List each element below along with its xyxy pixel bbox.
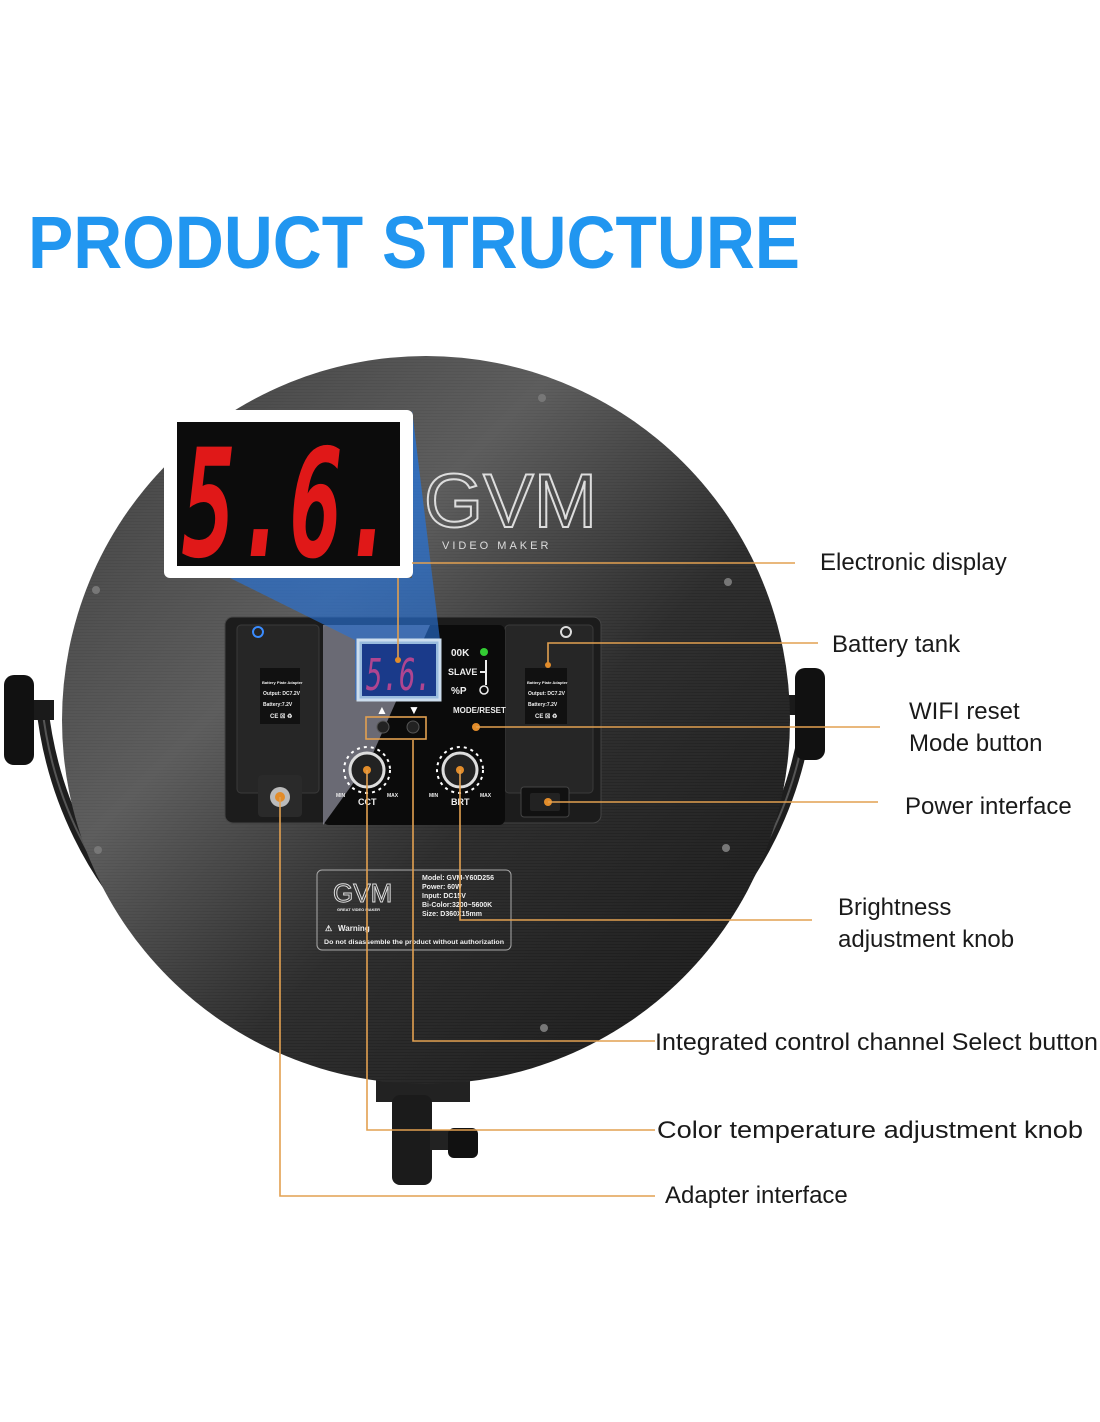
small-electronic-display: 5.6. <box>356 638 442 702</box>
page-title: PRODUCT STRUCTURE <box>28 201 800 284</box>
battery-plate-battery: Battery:7.2V <box>263 702 293 708</box>
svg-text:GREAT VIDEO MAKER: GREAT VIDEO MAKER <box>337 907 380 912</box>
mode-slave-label: SLAVE <box>448 667 477 677</box>
svg-text:Model: GVM-Y60D256: Model: GVM-Y60D256 <box>422 875 494 882</box>
brt-max-label: MAX <box>480 793 492 799</box>
battery-plate-title: Battery Plate Adapter <box>262 680 303 685</box>
brand-tagline: VIDEO MAKER <box>442 540 551 552</box>
label-mode-button: Mode button <box>909 730 1042 757</box>
label-battery-tank: Battery tank <box>832 631 961 658</box>
slave-bracket-icon <box>480 660 487 685</box>
mode-percent-label: %P <box>451 686 467 697</box>
power-switch[interactable] <box>520 786 570 818</box>
svg-text:Do not disassemble the product: Do not disassemble the product without a… <box>324 940 504 946</box>
label-brightness-knob: adjustment knob <box>838 926 1014 953</box>
warning-icon: ⚠ <box>325 924 332 933</box>
svg-text:5.6.: 5.6. <box>182 418 396 592</box>
battery-plate-title: Battery Plate Adapter <box>527 680 568 685</box>
svg-text:Bi-Color:3200~5600K: Bi-Color:3200~5600K <box>422 902 492 909</box>
callout-leader-lines <box>279 562 880 1197</box>
cct-max-label: MAX <box>387 793 399 799</box>
label-color-temp-knob: Color temperature adjustment knob <box>657 1117 1083 1144</box>
up-arrow-icon: ▲ <box>376 703 388 717</box>
svg-text:Size: D360X15mm: Size: D360X15mm <box>422 911 482 918</box>
brt-min-label: MIN <box>429 793 439 799</box>
channel-up-button[interactable] <box>376 720 390 734</box>
down-arrow-icon: ▼ <box>408 703 420 717</box>
label-wifi-reset: WIFI reset <box>909 698 1020 725</box>
mode-00k-label: 00K <box>451 648 470 659</box>
battery-tank-left: Battery Plate Adapter Output: DC7.2V Bat… <box>236 624 320 794</box>
magnified-electronic-display: 5.6. <box>164 410 413 592</box>
battery-plate-marks: CE ☒ ♻ <box>270 713 292 720</box>
label-adapter-interface: Adapter interface <box>665 1182 848 1209</box>
svg-text:Input: DC15V: Input: DC15V <box>422 893 466 900</box>
battery-plate-output: Output: DC7.2V <box>263 691 301 697</box>
battery-plate-battery: Battery:7.2V <box>528 702 558 708</box>
channel-down-button[interactable] <box>406 720 420 734</box>
svg-text:GVM: GVM <box>333 878 392 908</box>
indicator-led-green <box>480 648 488 656</box>
label-integrated-control: Integrated control channel Select button <box>655 1029 1098 1056</box>
cct-min-label: MIN <box>336 793 346 799</box>
left-yoke-knob[interactable] <box>4 675 54 765</box>
label-power-interface: Power interface <box>905 793 1072 820</box>
battery-plate-output: Output: DC7.2V <box>528 691 566 697</box>
label-brightness: Brightness <box>838 894 951 921</box>
battery-plate-marks: CE ☒ ♻ <box>535 713 557 720</box>
spec-plate: GVM GREAT VIDEO MAKER Model: GVM-Y60D256… <box>316 869 512 951</box>
brand-logo: GVM <box>424 459 597 544</box>
battery-tank-right: Battery Plate Adapter Output: DC7.2V Bat… <box>504 624 594 794</box>
svg-text:Warning: Warning <box>338 924 370 933</box>
display-magnify-beam <box>230 410 440 700</box>
svg-text:Power: 60W: Power: 60W <box>422 884 462 891</box>
mode-reset-label: MODE/RESET <box>453 706 506 715</box>
panel-screws <box>92 394 732 1032</box>
label-electronic-display: Electronic display <box>820 549 1007 576</box>
